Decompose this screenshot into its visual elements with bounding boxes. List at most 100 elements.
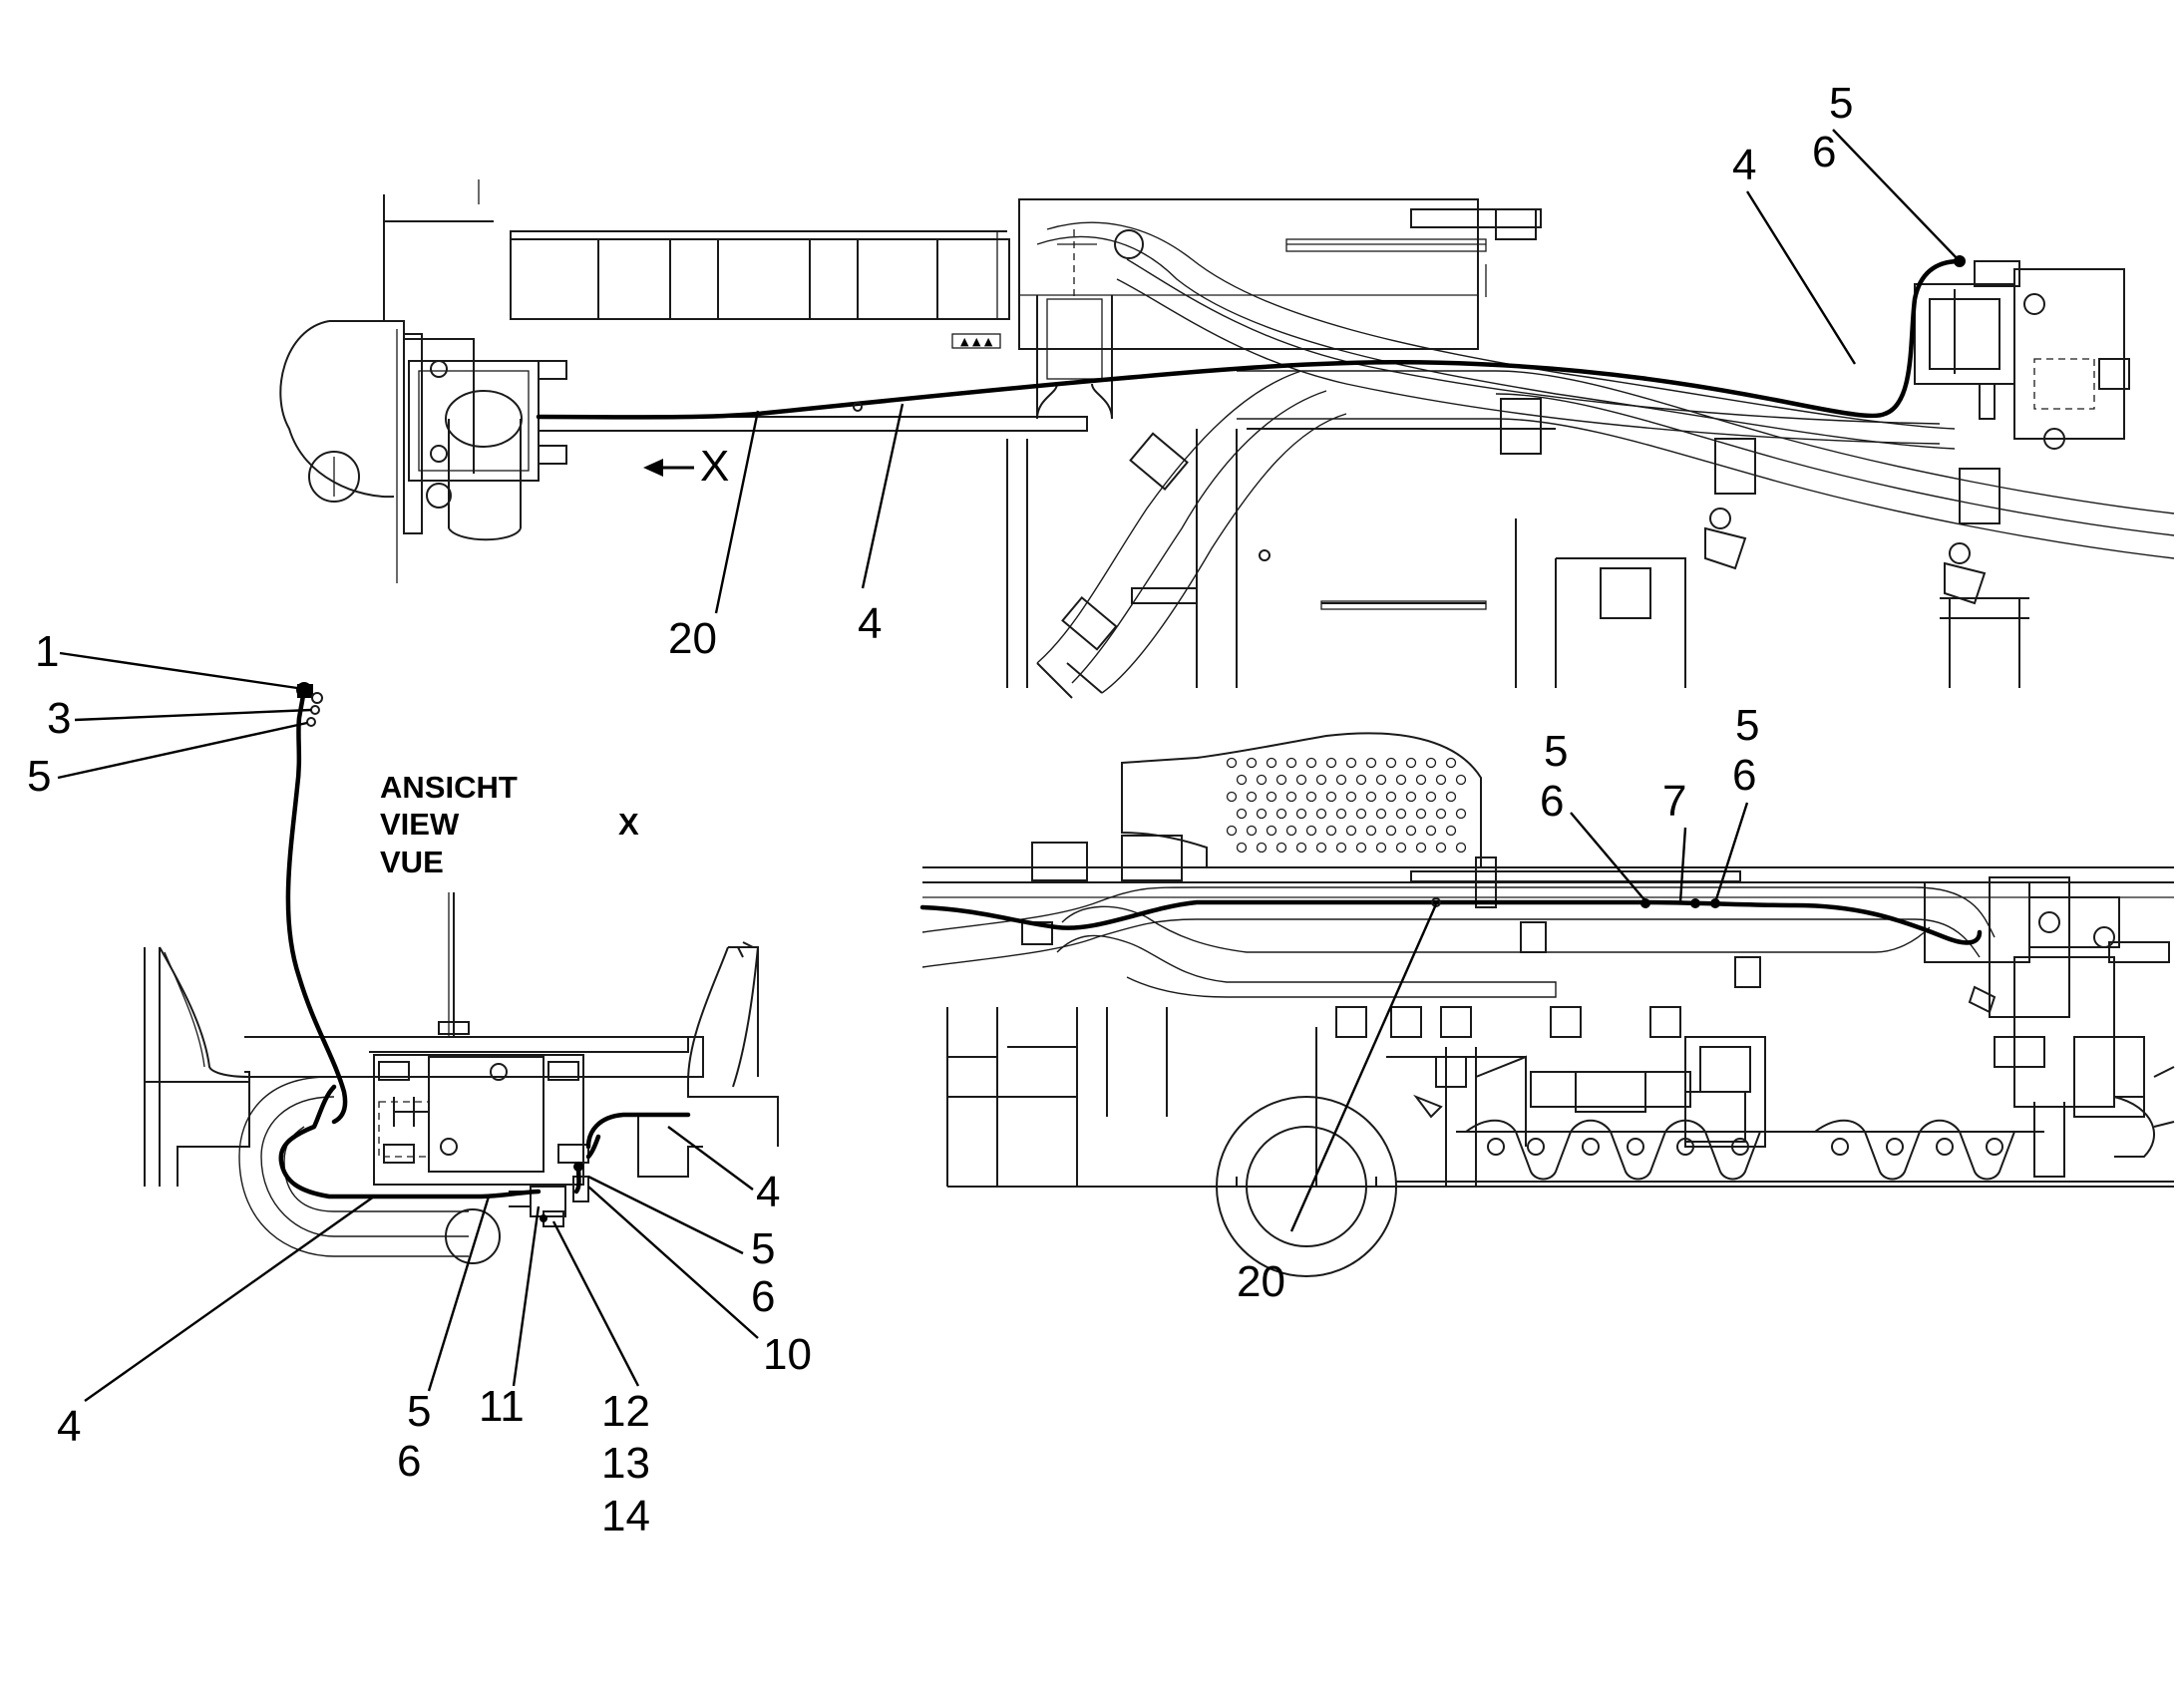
perforation-hole xyxy=(1375,808,1387,820)
callout-6-side-a: 6 xyxy=(1540,777,1564,826)
perforation-hole xyxy=(1425,757,1437,769)
perforation-hole xyxy=(1295,774,1307,786)
perforation-hole xyxy=(1246,791,1258,803)
callout-5-side-a: 5 xyxy=(1544,727,1568,776)
perforation-hole xyxy=(1405,757,1417,769)
perforation-hole xyxy=(1305,791,1317,803)
perforation-hole xyxy=(1285,791,1297,803)
perforation-hole xyxy=(1325,825,1337,837)
perforation-hole xyxy=(1355,842,1367,854)
top-view-hose xyxy=(536,258,1963,420)
callout-4-top-right: 4 xyxy=(1732,141,1756,189)
perforation-hole xyxy=(1305,825,1317,837)
callout-13: 13 xyxy=(601,1439,650,1488)
perforation-hole xyxy=(1285,757,1297,769)
perforation-hole xyxy=(1285,825,1297,837)
callout-10: 10 xyxy=(763,1330,812,1379)
view-x-drawing xyxy=(144,892,779,1264)
callout-4-view-x-left: 4 xyxy=(57,1402,81,1451)
callout-4-view-x-right: 4 xyxy=(756,1168,780,1216)
perforation-hole xyxy=(1246,825,1258,837)
callout-6-top: 6 xyxy=(1812,128,1836,176)
perforation-hole xyxy=(1335,774,1347,786)
perforation-hole xyxy=(1226,825,1238,837)
perforation-hole xyxy=(1266,791,1277,803)
perforation-hole xyxy=(1385,791,1397,803)
perforation-hole xyxy=(1455,842,1467,854)
perforation-pattern xyxy=(1226,757,1467,854)
perforation-hole xyxy=(1435,774,1447,786)
perforation-hole xyxy=(1275,842,1287,854)
side-view-leaders xyxy=(1289,802,1749,1232)
perforation-hole xyxy=(1425,791,1437,803)
perforation-hole xyxy=(1375,774,1387,786)
perforation-hole xyxy=(1415,842,1427,854)
view-x-heading: ANSICHT VIEW VUE X xyxy=(380,770,639,879)
perforation-hole xyxy=(1226,791,1238,803)
callout-12: 12 xyxy=(601,1387,650,1436)
svg-text:▲ ▲ ▲: ▲ ▲ ▲ xyxy=(960,335,993,348)
perforation-hole xyxy=(1275,774,1287,786)
arrow-letter: X xyxy=(700,442,729,491)
callout-5-view-x-mid: 5 xyxy=(751,1224,775,1273)
view-x-leaders xyxy=(57,651,759,1402)
callout-6-view-x-mid: 6 xyxy=(751,1272,775,1321)
perforation-hole xyxy=(1445,757,1457,769)
perforation-hole xyxy=(1375,842,1387,854)
callout-20-side: 20 xyxy=(1237,1257,1285,1306)
side-view-hose xyxy=(919,899,1983,945)
perforation-hole xyxy=(1435,808,1447,820)
top-view-leaders xyxy=(714,129,1961,614)
callout-11: 11 xyxy=(479,1382,525,1431)
callout-7: 7 xyxy=(1662,777,1686,826)
perforation-hole xyxy=(1305,757,1317,769)
perforation-hole xyxy=(1246,757,1258,769)
perforation-hole xyxy=(1455,808,1467,820)
callout-6-view-x-bottom: 6 xyxy=(397,1437,421,1486)
perforation-hole xyxy=(1325,757,1337,769)
top-view-drawing: ▲ ▲ ▲ xyxy=(279,179,2175,699)
perforation-hole xyxy=(1365,791,1377,803)
perforation-hole xyxy=(1445,825,1457,837)
perforation-hole xyxy=(1266,757,1277,769)
perforation-hole xyxy=(1256,808,1268,820)
callout-5-top: 5 xyxy=(1829,79,1853,128)
perforation-hole xyxy=(1405,825,1417,837)
perforation-hole xyxy=(1385,825,1397,837)
callout-6-side-b: 6 xyxy=(1732,751,1756,800)
perforation-hole xyxy=(1365,825,1377,837)
perforation-hole xyxy=(1365,757,1377,769)
perforation-hole xyxy=(1345,825,1357,837)
perforation-hole xyxy=(1405,791,1417,803)
perforation-hole xyxy=(1256,842,1268,854)
perforation-hole xyxy=(1236,842,1248,854)
callout-14: 14 xyxy=(601,1492,650,1540)
perforation-hole xyxy=(1315,808,1327,820)
perforation-hole xyxy=(1295,808,1307,820)
callout-20-top: 20 xyxy=(668,614,717,663)
perforation-hole xyxy=(1335,808,1347,820)
perforation-hole xyxy=(1295,842,1307,854)
view-heading-letter: X xyxy=(618,807,639,842)
callout-1: 1 xyxy=(35,627,59,676)
perforation-hole xyxy=(1256,774,1268,786)
perforation-hole xyxy=(1345,757,1357,769)
view-heading-view: VIEW xyxy=(380,807,460,842)
callout-3: 3 xyxy=(47,694,71,743)
perforation-hole xyxy=(1325,791,1337,803)
perforation-hole xyxy=(1395,774,1407,786)
perforation-hole xyxy=(1415,808,1427,820)
perforation-hole xyxy=(1385,757,1397,769)
callout-5-view-x-bottom: 5 xyxy=(407,1387,431,1436)
perforation-hole xyxy=(1395,842,1407,854)
view-heading-ansicht: ANSICHT xyxy=(380,770,518,805)
perforation-hole xyxy=(1315,842,1327,854)
callout-4-top-center: 4 xyxy=(858,599,882,648)
perforation-hole xyxy=(1395,808,1407,820)
perforation-hole xyxy=(1266,825,1277,837)
view-x-hose-loop xyxy=(278,1084,691,1199)
perforation-hole xyxy=(1236,808,1248,820)
perforation-hole xyxy=(1345,791,1357,803)
perforation-hole xyxy=(1335,842,1347,854)
